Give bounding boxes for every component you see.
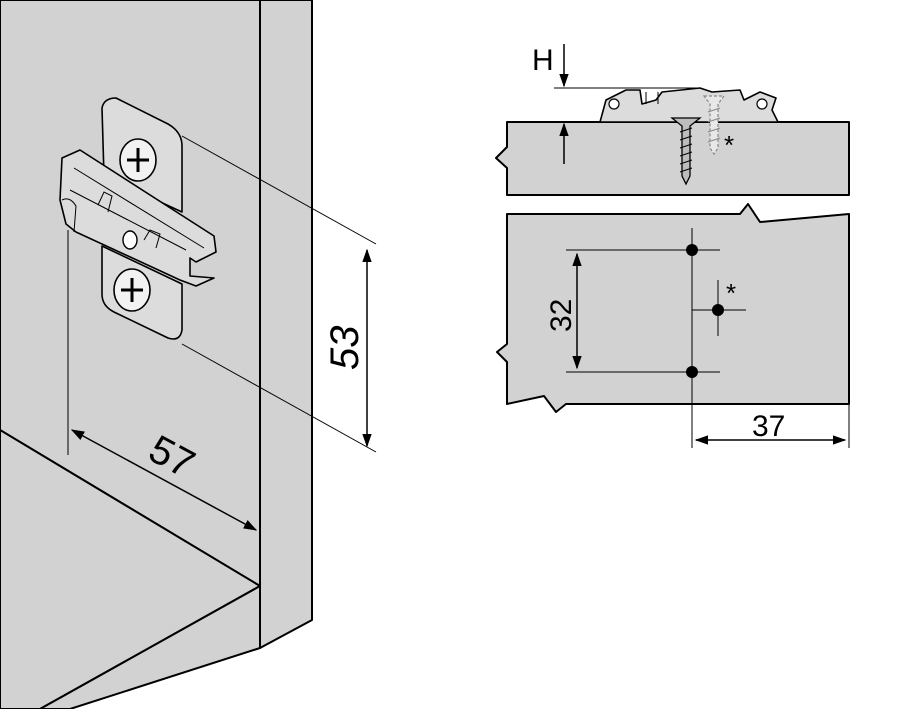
upper-hole-marker	[686, 244, 698, 256]
upper-screw-icon	[119, 138, 157, 182]
cabinet-front-edge	[259, 0, 313, 649]
hole-spacing-label: 32	[545, 299, 578, 332]
main-screw-icon	[670, 117, 702, 186]
drill-pattern-panel	[496, 203, 850, 413]
shelf-front-edge	[39, 585, 261, 709]
plate-profile	[599, 87, 779, 123]
section-view: * H	[495, 44, 850, 196]
height-h-label: H	[532, 44, 554, 77]
plate-rail	[59, 149, 217, 287]
plate-adjust-hole	[122, 230, 138, 250]
mounting-plate	[59, 97, 217, 340]
lower-hole-marker	[686, 366, 698, 378]
edge-distance-dimension: 37	[694, 404, 850, 448]
optional-hole-mark: *	[726, 278, 736, 308]
optional-screw-icon	[702, 95, 726, 156]
drill-pattern-view: * 32 37	[496, 203, 850, 448]
optional-screw-mark: *	[724, 130, 734, 160]
edge-distance-label: 37	[752, 410, 785, 443]
optional-hole-marker	[712, 304, 724, 316]
lower-screw-icon	[113, 268, 151, 312]
height-dimension-label: 53	[323, 326, 367, 371]
hole-spacing-dimension: 32	[545, 252, 582, 370]
cabinet-view: 57 53	[0, 0, 377, 709]
section-panel	[495, 121, 850, 196]
height-h-dimension: H	[532, 44, 700, 164]
cabinet-bottom-panel	[0, 429, 261, 709]
height-dimension: 53	[181, 135, 377, 453]
